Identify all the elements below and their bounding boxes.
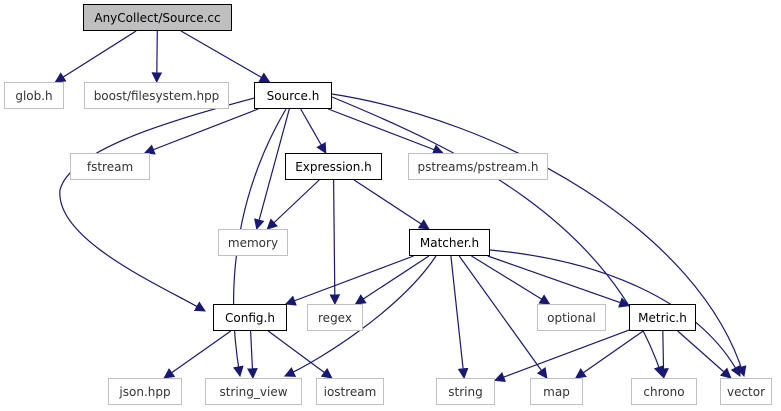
edge-source-to-pstream (327, 108, 444, 155)
edge-config-to-string_view (247, 330, 258, 380)
node-fstream: fstream (70, 153, 150, 180)
edge-metric-to-map (574, 330, 644, 379)
node-map: map (530, 378, 583, 405)
node-string-view: string_view (205, 378, 302, 405)
node-regex: regex (307, 304, 363, 331)
node-glob: glob.h (4, 82, 64, 109)
edge-expression-to-matcher (353, 179, 430, 230)
edge-metric-to-string (493, 329, 630, 383)
edge-source-to-memory (254, 108, 290, 231)
edge-matcher-to-metric (487, 255, 631, 308)
node-config[interactable]: Config.h (213, 304, 287, 331)
node-expression[interactable]: Expression.h (285, 153, 382, 180)
node-chrono: chrono (631, 378, 697, 405)
edge-expression-to-regex (329, 179, 341, 306)
edge-metric-to-vector (677, 330, 732, 379)
edge-config-to-iostream (267, 330, 333, 379)
edge-source-to-config (59, 95, 263, 312)
edge-matcher-to-regex (354, 255, 430, 305)
edge-matcher-to-optional (471, 255, 551, 305)
edge-expression-to-memory (266, 179, 320, 230)
node-string: string (436, 378, 495, 405)
edge-root-to-source (180, 30, 271, 83)
node-root[interactable]: AnyCollect/Source.cc (83, 4, 232, 31)
edge-matcher-to-config (284, 255, 414, 306)
edge-config-to-json (163, 330, 232, 379)
edge-matcher-to-string (450, 255, 469, 380)
node-json: json.hpp (108, 378, 182, 405)
node-pstream: pstreams/pstream.h (408, 153, 548, 180)
edge-root-to-boostfs (151, 30, 163, 84)
edge-source-to-string_view (233, 108, 287, 378)
node-iostream: iostream (316, 378, 384, 405)
edge-source-to-vector (331, 93, 747, 378)
node-matcher[interactable]: Matcher.h (409, 229, 490, 256)
node-boostfs: boost/filesystem.hpp (84, 82, 229, 109)
node-metric[interactable]: Metric.h (629, 304, 696, 331)
edge-metric-to-chrono (658, 330, 669, 380)
edge-source-to-fstream (143, 108, 259, 155)
node-optional: optional (537, 304, 606, 331)
node-source[interactable]: Source.h (254, 82, 332, 109)
edge-matcher-to-vector (489, 249, 741, 377)
edge-source-to-expression (300, 108, 327, 154)
node-memory: memory (218, 229, 288, 256)
edge-matcher-to-map (458, 255, 548, 379)
node-vector: vector (720, 378, 772, 405)
edge-root-to-glob (54, 30, 137, 83)
